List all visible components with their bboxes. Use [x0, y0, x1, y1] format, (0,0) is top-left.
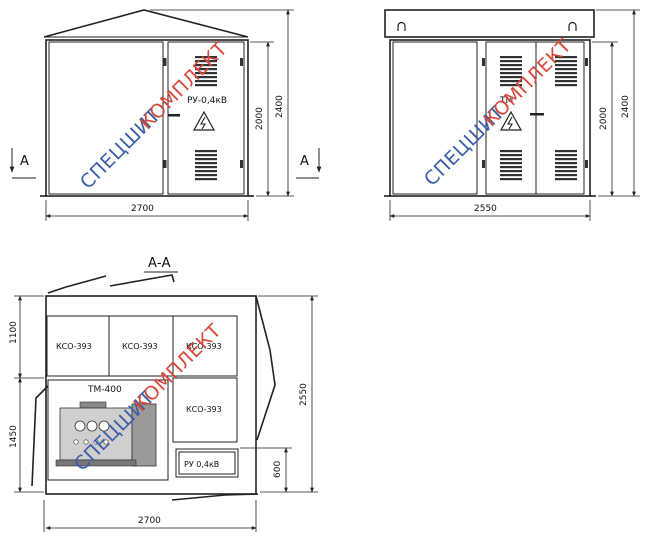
side-body — [389, 39, 591, 197]
dim-plan-row1: 1100 — [9, 321, 19, 344]
door-handle-icon — [530, 113, 544, 116]
section-mark-right: A — [300, 154, 309, 169]
dim-plan-ru: 600 — [273, 461, 283, 478]
plan-cell — [172, 315, 238, 377]
plan-ru-inner — [178, 451, 236, 475]
plan-door-bottom — [171, 493, 259, 501]
ventilation-grille-icon — [555, 150, 577, 181]
front-body — [45, 39, 249, 197]
door-handle-icon — [168, 114, 180, 117]
front-view: РУ-0,4кВ A A 2700 2000 2400 — [9, 9, 322, 221]
door-hinge-icon — [240, 160, 243, 168]
plan-door-top-right — [109, 274, 175, 287]
door-hinge-icon — [163, 58, 167, 66]
dim-plan-row2: 1450 — [9, 425, 19, 448]
ru-plan-label: РУ 0,4кВ — [184, 460, 219, 469]
tm-side-label: ТМ — [499, 96, 513, 106]
side-left-panel — [392, 41, 478, 195]
dim-front-width: 2700 — [131, 204, 154, 214]
transformer-label: ТМ-400 — [87, 385, 122, 395]
dim-side-width: 2550 — [474, 204, 497, 214]
plan-door-top-left — [47, 275, 107, 294]
front-right-door — [167, 41, 245, 195]
watermark-part2: КОМПЛЕКТ — [129, 320, 226, 417]
plan-view: А-А КСО-393 КСО-393 КСО-393 КСО-393 ТМ-4… — [9, 256, 318, 532]
section-arrow-icon — [9, 148, 36, 179]
transformer-chamber — [47, 379, 169, 481]
dim-front-total-height: 2400 — [275, 95, 285, 118]
cell-label-1: КСО-393 — [56, 342, 92, 351]
dim-plan-depth: 2550 — [299, 383, 309, 406]
ventilation-grille-icon — [195, 150, 217, 181]
cell-label-4: КСО-393 — [186, 405, 222, 414]
door-hinge-icon — [482, 58, 485, 66]
front-left-door — [48, 41, 164, 195]
door-hinge-icon — [585, 160, 588, 168]
section-mark-left: A — [20, 154, 29, 169]
high-voltage-warning-icon — [192, 110, 216, 131]
door-hinge-icon — [240, 58, 243, 66]
transformer-icon — [55, 401, 157, 467]
dim-plan-width: 2700 — [138, 516, 161, 526]
plan-door-right — [255, 295, 276, 441]
lifting-hook-icon — [397, 21, 406, 31]
plan-outer-wall — [45, 295, 257, 495]
plan-cell — [172, 377, 238, 443]
plan-ru-box — [175, 448, 239, 478]
watermark-part2: КОМПЛЕКТ — [479, 35, 576, 132]
plan-door-left — [31, 385, 49, 487]
ru-front-label: РУ-0,4кВ — [187, 96, 227, 106]
ventilation-grille-icon — [500, 150, 522, 181]
lifting-hook-icon — [568, 21, 577, 31]
dim-front-door-height: 2000 — [255, 107, 265, 130]
high-voltage-warning-icon — [499, 110, 523, 131]
side-view: ТМ 2550 2000 2400 — [384, 9, 640, 221]
section-arrow-icon — [296, 148, 322, 179]
watermark-part2: КОМПЛЕКТ — [135, 38, 232, 135]
door-hinge-icon — [482, 160, 485, 168]
cell-label-3: КСО-393 — [186, 342, 222, 351]
dim-side-total-height: 2400 — [621, 95, 631, 118]
side-doors — [485, 41, 585, 195]
dim-side-door-height: 2000 — [599, 107, 609, 130]
side-roof — [384, 9, 595, 38]
cell-label-2: КСО-393 — [122, 342, 158, 351]
door-hinge-icon — [585, 58, 588, 66]
front-roof — [43, 9, 249, 38]
section-title: А-А — [148, 256, 171, 271]
watermark-side: СПЕЦШИТ КОМПЛЕКТ — [420, 35, 576, 191]
door-hinge-icon — [163, 160, 167, 168]
